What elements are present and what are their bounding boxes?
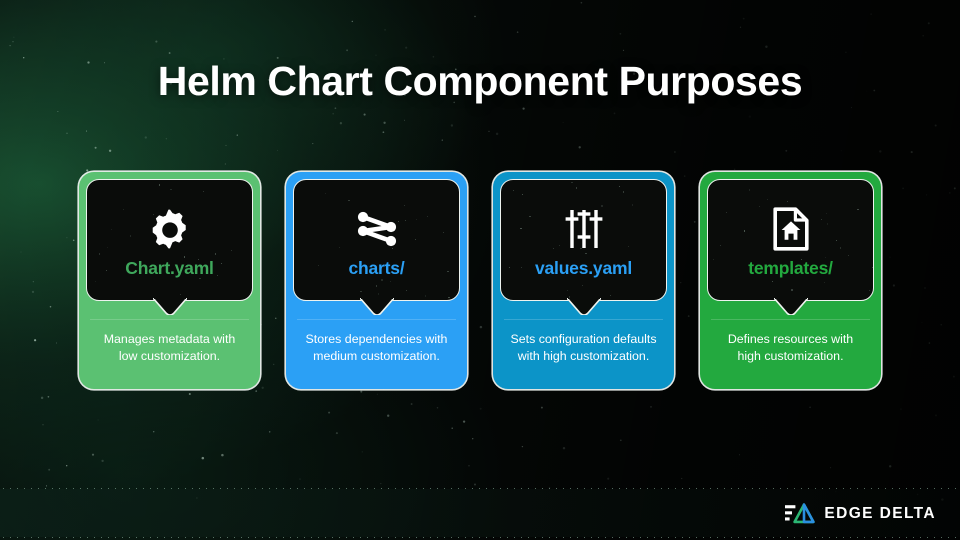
footer-divider-top xyxy=(0,488,960,489)
card-values-yaml[interactable]: values.yaml Sets configuration defaults … xyxy=(493,172,674,389)
card-bubble: templates/ xyxy=(707,179,874,315)
card-chart-yaml[interactable]: Chart.yaml Manages metadata with low cus… xyxy=(79,172,260,389)
card-separator xyxy=(90,319,249,320)
card-description: Defines resources with high customizatio… xyxy=(727,332,854,363)
card-description: Stores dependencies with medium customiz… xyxy=(305,332,448,363)
card-bubble: Chart.yaml xyxy=(86,179,253,315)
file-home-icon xyxy=(771,202,811,256)
card-label: charts/ xyxy=(348,257,405,278)
card-description: Manages metadata with low customization. xyxy=(103,332,236,363)
card-label: Chart.yaml xyxy=(125,257,214,278)
card-label: values.yaml xyxy=(534,257,633,278)
footer-divider-bottom xyxy=(0,537,960,538)
card-label: templates/ xyxy=(748,257,833,278)
brand-name: EDGE DELTA xyxy=(824,504,936,522)
bubble-tail xyxy=(359,298,394,315)
card-bubble: charts/ xyxy=(293,179,460,315)
card-bubble: values.yaml xyxy=(500,179,667,315)
edge-delta-mark-icon xyxy=(785,503,816,524)
bubble-tail xyxy=(152,298,187,315)
card-separator xyxy=(297,319,456,320)
bubble-tail xyxy=(773,298,808,315)
card-templates-dir[interactable]: templates/ Defines resources with high c… xyxy=(700,172,881,389)
page-title: Helm Chart Component Purposes xyxy=(157,58,803,104)
card-separator xyxy=(711,319,870,320)
sliders-icon xyxy=(564,202,604,256)
gear-icon xyxy=(149,202,191,256)
card-charts-dir[interactable]: charts/ Stores dependencies with medium … xyxy=(286,172,467,389)
bubble-tail xyxy=(566,298,601,315)
card-description: Sets configuration defaults with high cu… xyxy=(510,332,657,363)
card-separator xyxy=(504,319,663,320)
brand-logo: EDGE DELTA xyxy=(785,503,936,524)
dependency-graph-icon xyxy=(354,202,400,256)
card-row: Chart.yaml Manages metadata with low cus… xyxy=(79,172,881,389)
